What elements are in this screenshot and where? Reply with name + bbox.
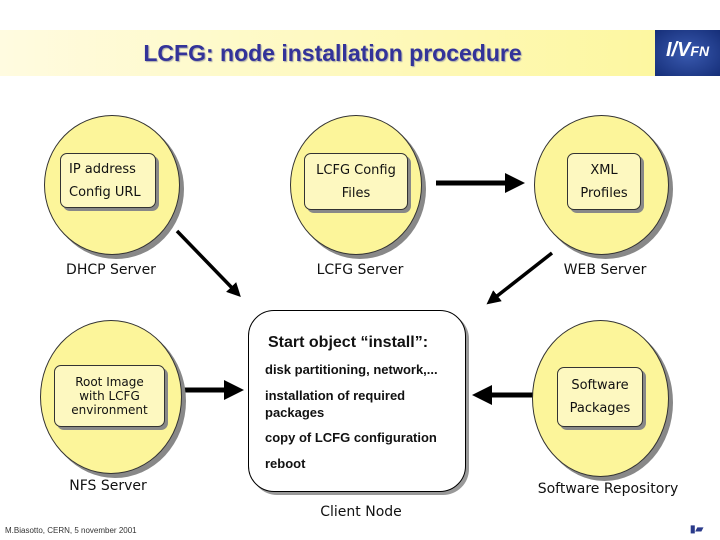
client-step: installation of required bbox=[265, 388, 406, 403]
box-line: environment bbox=[71, 403, 148, 417]
web-info-box: XML Profiles bbox=[567, 153, 641, 210]
client-step: reboot bbox=[265, 456, 306, 471]
nfs-server-label: NFS Server bbox=[69, 478, 147, 494]
arrow-web-to-client bbox=[486, 251, 554, 305]
infn-logo: I/VFN bbox=[655, 30, 720, 76]
lcfg-server-label: LCFG Server bbox=[316, 262, 404, 278]
client-node-box bbox=[248, 310, 466, 492]
box-line: Config URL bbox=[69, 184, 141, 200]
box-line: IP address bbox=[69, 161, 136, 177]
web-server-label: WEB Server bbox=[563, 262, 647, 278]
client-heading: Start object “install”: bbox=[268, 334, 429, 351]
box-line: LCFG Config bbox=[316, 162, 396, 178]
client-node-label: Client Node bbox=[320, 504, 402, 520]
software-repository-label: Software Repository bbox=[537, 481, 679, 497]
box-line: Root Image bbox=[75, 375, 144, 389]
client-step: packages bbox=[265, 405, 325, 420]
box-line: XML bbox=[590, 162, 618, 178]
arrow-dhcp-to-client bbox=[175, 229, 241, 298]
box-line: Software bbox=[571, 378, 629, 393]
footer-text: M.Biasotto, CERN, 5 november 2001 bbox=[5, 526, 137, 535]
client-step: disk partitioning, network,... bbox=[265, 362, 438, 377]
client-step: copy of LCFG configuration bbox=[265, 430, 437, 445]
footer-logo: ▮▰ bbox=[690, 524, 704, 535]
title-band bbox=[0, 30, 655, 76]
page-title: LCFG: node installation procedure bbox=[143, 40, 522, 66]
dhcp-server-label: DHCP Server bbox=[66, 262, 156, 278]
box-line: Packages bbox=[569, 401, 631, 416]
box-line: Files bbox=[341, 185, 371, 201]
box-line: with LCFG bbox=[79, 389, 140, 403]
box-line: Profiles bbox=[580, 185, 628, 201]
